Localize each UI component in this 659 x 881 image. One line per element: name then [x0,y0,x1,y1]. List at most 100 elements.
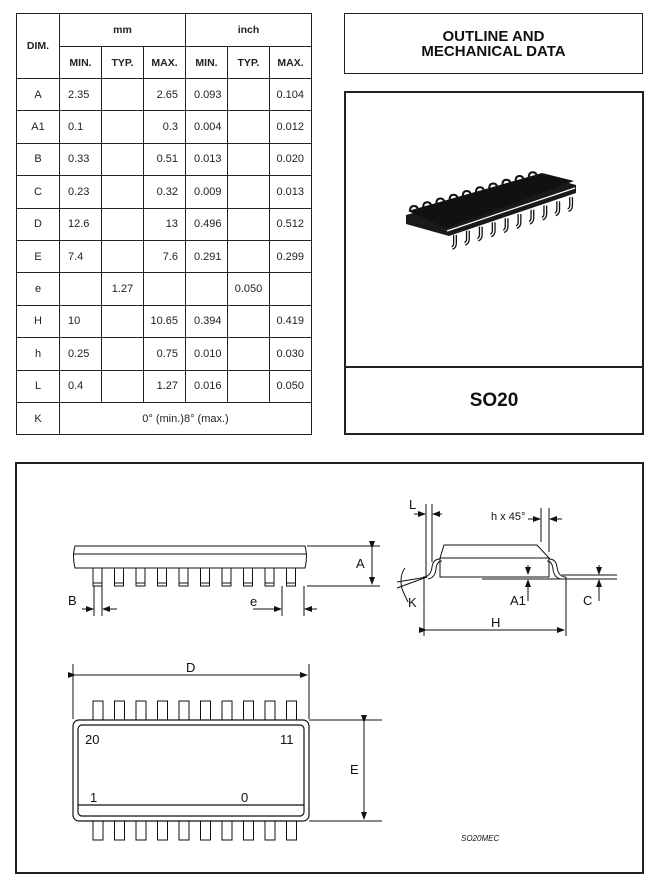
in-min-cell [185,272,228,306]
mm-typ-cell [101,77,144,112]
top-pin [135,700,147,721]
package-pin-front-highlight [490,222,495,237]
top-pin [264,700,276,721]
bottom-pin [114,820,125,841]
in-typ-cell: 0.050 [227,272,270,306]
in-max-cell: 0.030 [269,337,312,371]
side-pin [92,567,103,587]
label-h: H [491,615,500,630]
side-pin [264,567,275,587]
label-d: D [186,660,195,675]
top-pin [221,700,233,721]
mm-max-cell: 10.65 [143,304,186,339]
dim-cell: C [16,175,60,209]
in-max-cell: 0.104 [269,77,312,112]
in-typ-cell [227,207,270,241]
mm-max-cell: 7.6 [143,239,186,274]
side-pin [178,567,189,587]
mm-min-header: MIN. [59,46,102,79]
top-pin [200,700,211,721]
bottom-pin [92,820,104,841]
package-name: SO20 [469,390,519,411]
mm-min-cell: 12.6 [59,207,102,241]
label-h45: h x 45° [491,511,525,523]
package-pin-front-highlight [554,201,559,216]
in-typ-cell [227,110,270,144]
dim-cell: h [16,337,60,371]
in-min-cell: 0.009 [185,175,228,209]
mm-min-cell: 0.23 [59,175,102,209]
k-value-cell: 0° (min.)8° (max.) [59,401,312,436]
top-pin [157,700,168,721]
side-pin [114,567,124,587]
mm-min-cell: 0.1 [59,110,102,144]
mm-min-cell: 0.4 [59,369,102,403]
drawing-canvas: A B e [68,497,617,843]
in-typ-cell [227,304,270,339]
mm-max-cell: 0.3 [143,110,186,144]
in-min-cell: 0.010 [185,337,228,371]
dim-cell: B [16,142,60,177]
dim-cell: L [16,369,60,403]
side-pin [221,567,232,587]
title-box: OUTLINE AND MECHANICAL DATA [344,13,643,74]
bottom-pin [200,820,211,841]
label-c: C [583,593,592,608]
package-pin-front-highlight [503,218,508,232]
mm-max-header: MAX. [143,46,186,79]
top-pin [243,700,254,721]
in-max-cell: 0.419 [269,304,312,339]
bottom-pin [286,820,297,841]
mm-typ-cell [101,304,144,339]
mechanical-drawing: A B e [15,462,644,874]
top-pin [114,700,125,721]
bottom-pin [157,820,168,841]
package-pin-front-highlight [529,209,534,224]
package-pin-front-highlight [477,226,482,241]
mm-typ-header: TYP. [101,46,144,79]
in-max-cell: 0.299 [269,239,312,274]
top-body-inner [77,724,305,817]
mm-max-cell: 0.32 [143,175,186,209]
dimension-table: DIM. mm inch MIN. TYP. MAX. MIN. TYP. MA… [16,13,312,436]
in-max-cell: 0.050 [269,369,312,403]
mm-min-cell: 10 [59,304,102,339]
label-a: A [356,556,365,571]
mm-max-cell: 0.75 [143,337,186,371]
in-min-cell: 0.093 [185,77,228,112]
side-pin [157,567,167,587]
dim-header: DIM. [16,13,60,79]
label-k: K [408,595,417,610]
mm-header: mm [59,13,186,47]
dim-cell: e [16,272,60,306]
in-typ-cell [227,337,270,371]
in-typ-cell [227,239,270,274]
label-e: e [250,594,257,609]
title-line-1: OUTLINE AND [442,27,545,45]
table-row-k: K 0° (min.)8° (max.) [16,401,312,436]
end-body-upper [439,544,551,559]
dim-cell: D [16,207,60,241]
mm-min-cell: 0.33 [59,142,102,177]
in-typ-cell [227,369,270,403]
mm-max-cell [143,272,186,306]
side-pin [135,567,146,587]
bottom-pin [264,820,276,841]
package-pin-front-highlight [567,197,572,211]
top-body-outer [72,719,310,822]
chip-body-top [408,173,574,228]
label-l: L [409,497,416,512]
bottom-pin [135,820,147,841]
mm-min-cell: 7.4 [59,239,102,274]
end-body-lower [439,557,550,578]
pin-label-1: 1 [90,790,97,805]
mm-typ-cell [101,175,144,209]
dim-cell: K [16,401,60,436]
mm-max-cell: 0.51 [143,142,186,177]
package-pin-front-highlight [451,235,456,249]
